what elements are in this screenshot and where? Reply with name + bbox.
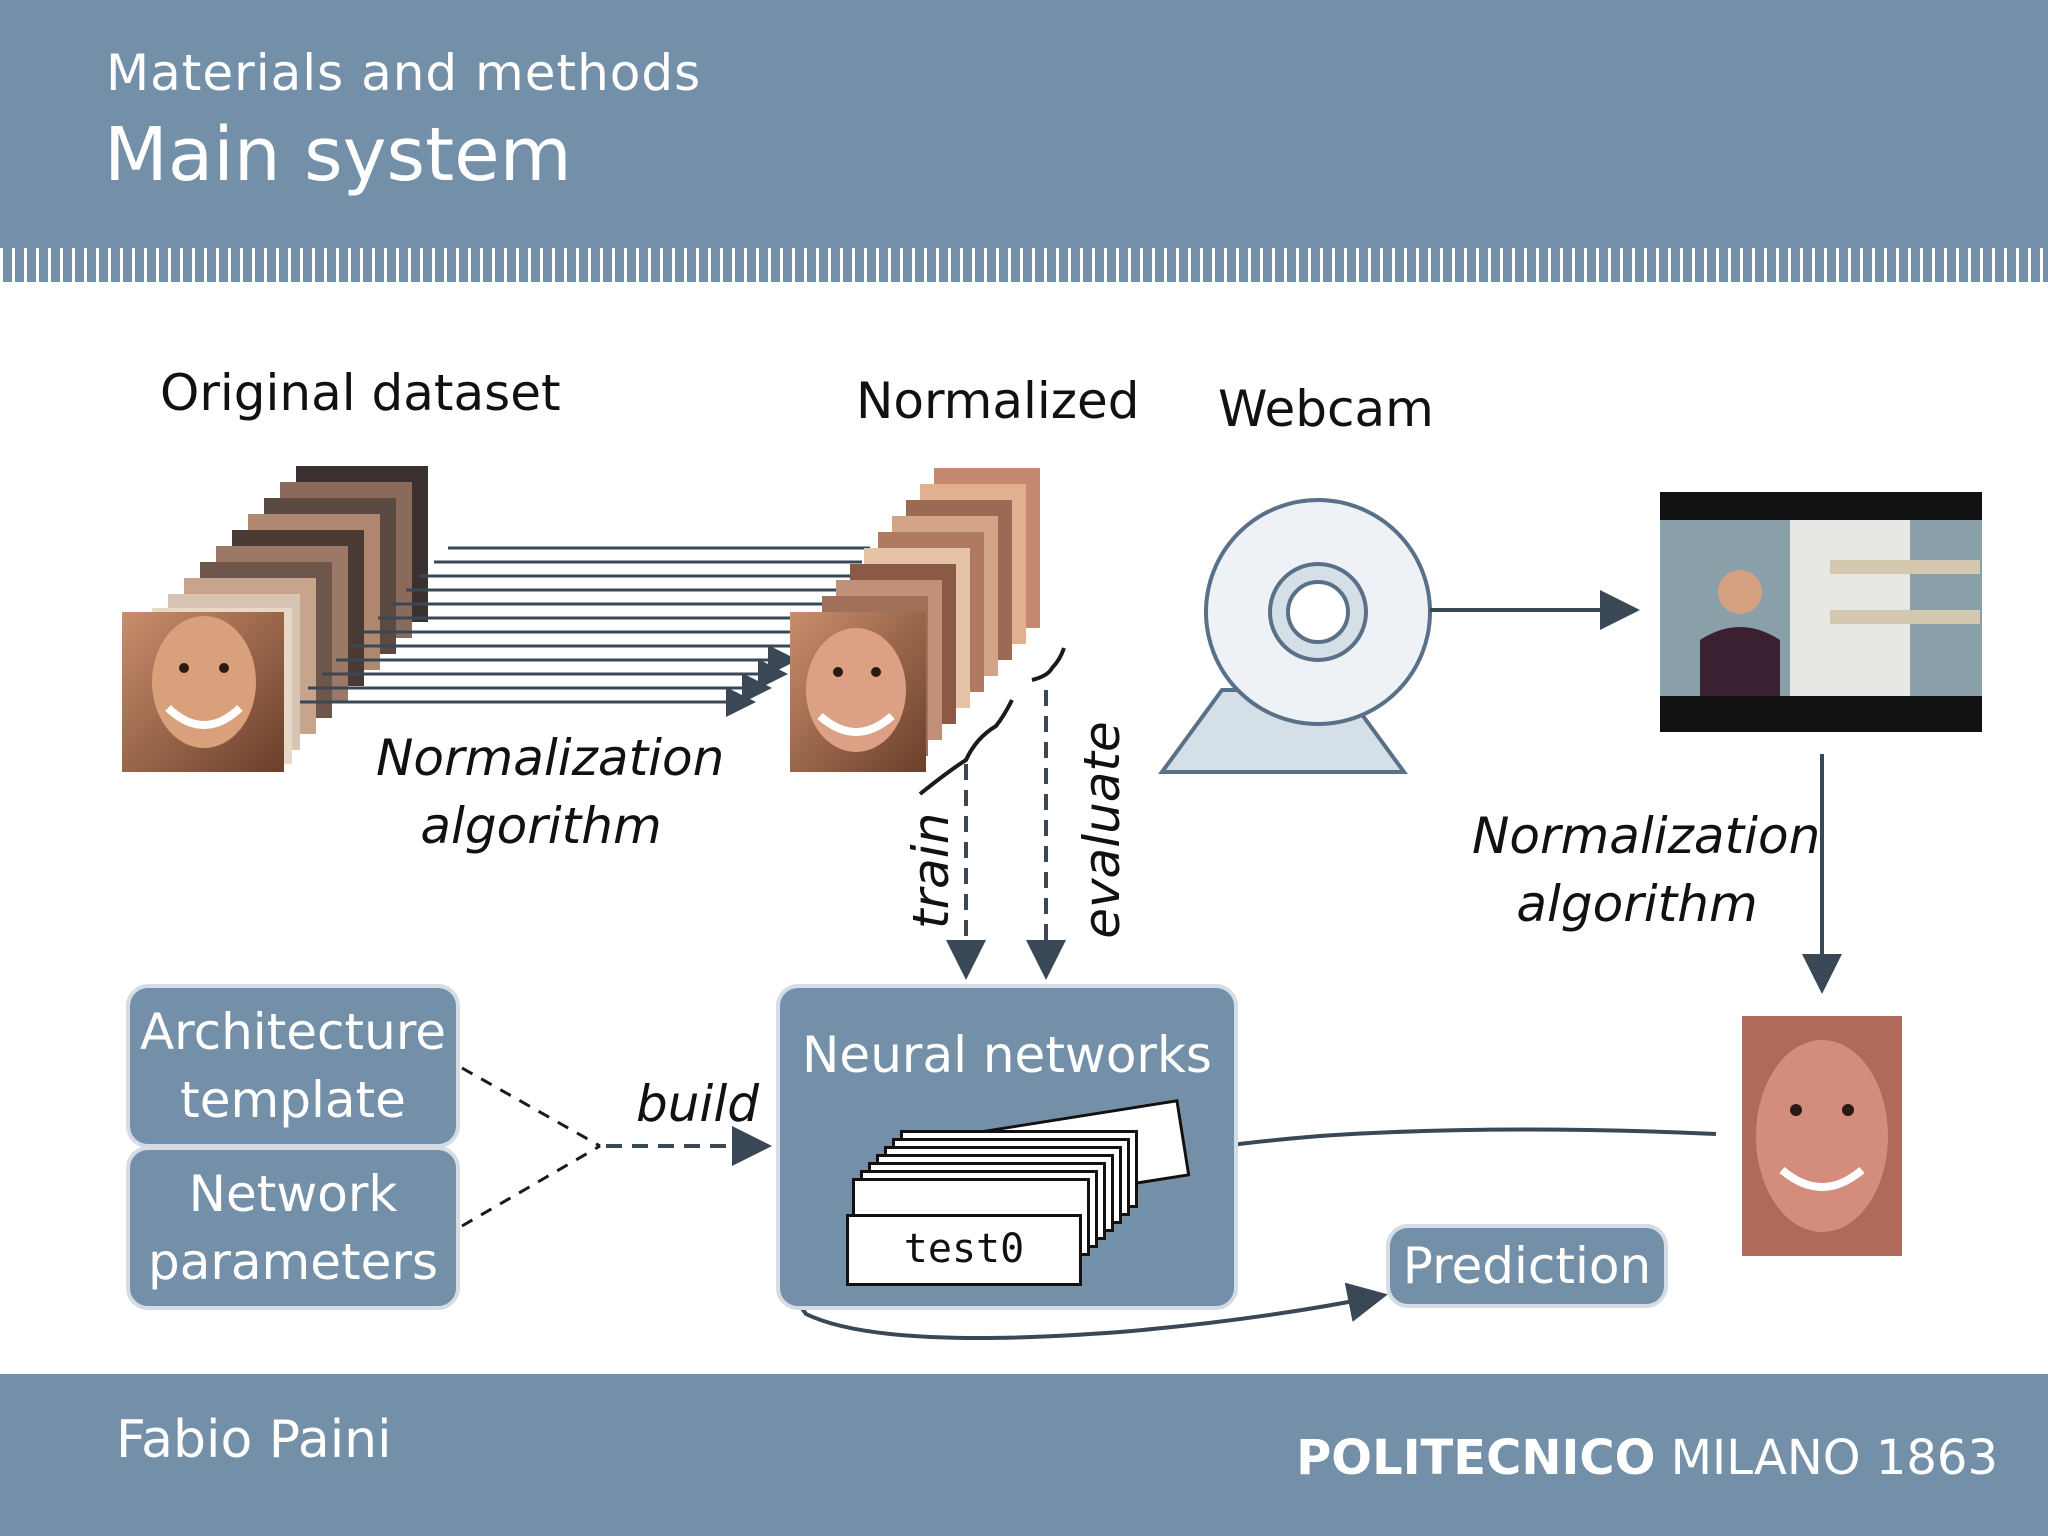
slide-title: Main system [104,112,572,198]
normalization-algorithm-left: Normalization algorithm [376,729,725,855]
normalized-label: Normalized [856,372,1140,430]
neural-networks-label: Neural networks [802,1026,1212,1084]
network-parameters-box: Network parameters [126,1146,460,1310]
network-card-stack: test0 [846,1099,1191,1294]
slide-footer: Fabio Paini POLITECNICO MILANO 1863 [0,1374,2048,1536]
evaluate-label: evaluate [1073,721,1131,939]
institution-logo-text: POLITECNICO MILANO 1863 [1296,1430,1998,1486]
build-label: build [636,1075,759,1133]
author-name: Fabio Paini [116,1410,392,1470]
prediction-box: Prediction [1386,1224,1668,1308]
webcam-frame [1660,492,1982,732]
face-to-networks-curve [1175,1127,1717,1158]
section-title: Materials and methods [106,44,702,102]
webcam-label: Webcam [1218,380,1434,438]
train-brace [918,699,1014,796]
normalization-algorithm-right: Normalization algorithm [1472,807,1821,933]
original-dataset-label: Original dataset [160,364,561,422]
original-dataset-stack [122,466,428,772]
normalization-lines [300,546,870,717]
header-tick-strip [0,248,2048,282]
test0-card: test0 [846,1214,1082,1286]
slide-header: Materials and methods Main system [0,0,2048,282]
normalized-stack [790,468,1040,772]
evaluate-brace [1031,647,1066,682]
webcam-icon [1158,498,1432,774]
architecture-template-box: Architecture template [126,984,460,1148]
train-label: train [902,812,960,929]
build-lines [461,1066,601,1228]
cropped-face [1742,1016,1902,1256]
